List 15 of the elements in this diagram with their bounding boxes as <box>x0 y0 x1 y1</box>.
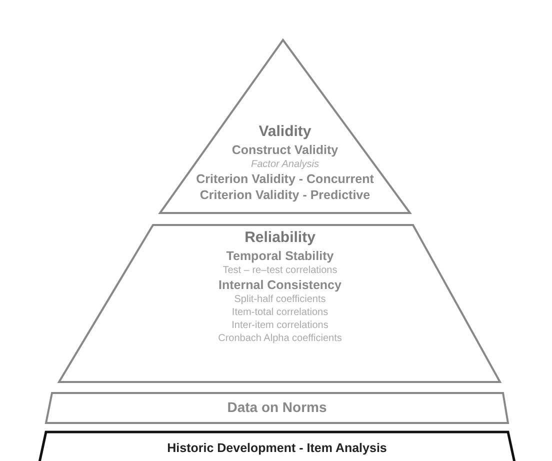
method-text: Factor Analysis <box>251 158 319 171</box>
subheading: Criterion Validity - Predictive <box>200 187 370 204</box>
subheading: Historic Development - Item Analysis <box>167 440 387 456</box>
method-text: Inter-item correlations <box>232 319 328 332</box>
subheading: Temporal Stability <box>226 248 334 264</box>
subheading: Construct Validity <box>232 142 338 158</box>
subheading: Internal Consistency <box>218 276 342 293</box>
tier-heading: Reliability <box>244 228 316 248</box>
tier-heading: Validity <box>258 122 312 142</box>
tier-heading: Data on Norms <box>227 398 327 416</box>
subheading: Criterion Validity - Concurrent <box>196 170 374 187</box>
method-text: Split-half coefficients <box>234 293 326 306</box>
method-text: Item-total correlations <box>232 306 328 319</box>
method-text: Test – re–test correlations <box>222 264 338 277</box>
method-text: Cronbach Alpha coefficients <box>218 332 342 345</box>
